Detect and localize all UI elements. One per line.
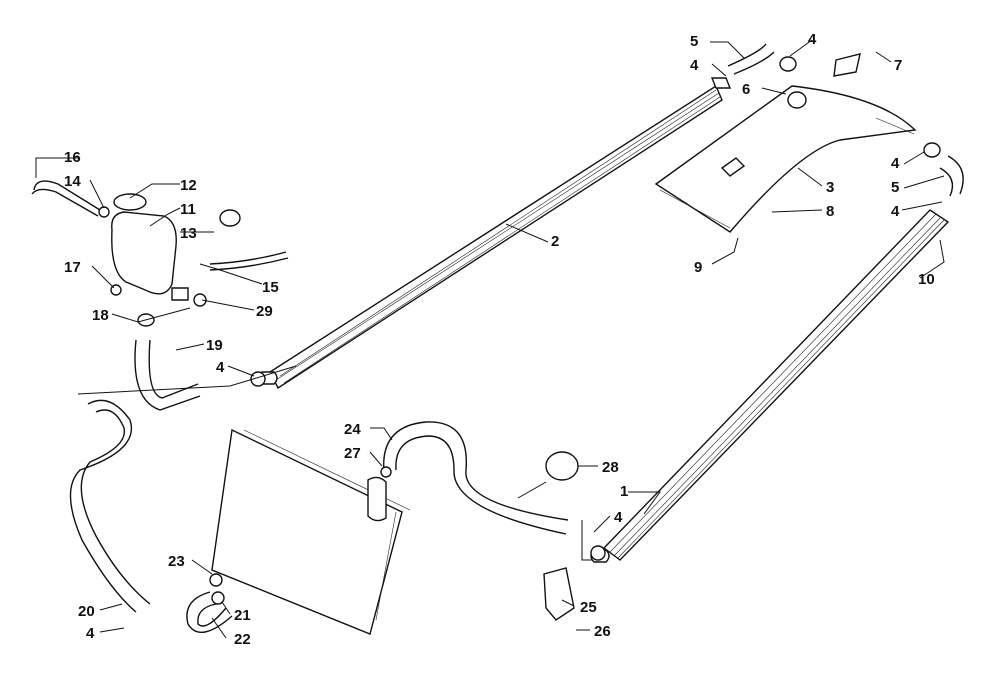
callout-13: 13 [180,225,197,242]
heat-exchanger-rear [654,85,917,233]
callout-20: 20 [78,603,95,620]
clamp-29 [193,293,207,307]
callout-4-d: 4 [891,203,900,220]
callout-4-b: 4 [808,31,817,48]
clamp-4-bottom [590,545,606,561]
callout-11: 11 [180,201,196,218]
tunnel-frame [211,428,411,635]
callout-6: 6 [742,81,750,98]
callouts: 1 2 3 4 4 4 4 4 4 4 5 5 6 7 8 9 10 11 12… [64,31,935,648]
callout-4-g: 4 [86,625,95,642]
callout-21: 21 [234,607,251,624]
clamp-21 [211,591,225,605]
callout-7: 7 [894,57,902,74]
hose-22 [186,591,233,633]
callout-22: 22 [234,631,251,648]
callout-25: 25 [580,599,597,616]
vent-hose-16 [31,180,101,217]
overflow-hose-15 [209,251,289,271]
callout-28: 28 [602,459,619,476]
clamp-27 [380,466,392,478]
callout-18: 18 [92,307,109,324]
bracket-25 [543,567,575,621]
callout-10: 10 [918,271,935,288]
hose-5-upper [727,43,775,75]
leader-lines [35,39,945,639]
callout-23: 23 [168,553,185,570]
callout-3: 3 [826,179,834,196]
callout-19: 19 [206,337,223,354]
callout-17: 17 [64,259,81,276]
spring-clamp-28 [545,451,579,481]
bracket-7 [833,53,861,77]
hose-20 [69,399,151,613]
clamp-4-left [250,371,266,387]
callout-15: 15 [262,279,279,296]
callout-2: 2 [551,233,559,250]
heat-exchanger-right [590,209,950,563]
callout-8: 8 [826,203,834,220]
callout-14: 14 [64,173,81,190]
hose-24 [383,421,569,535]
hose-5-lower [939,155,964,197]
hose-clamp-13 [219,209,241,227]
callout-16: 16 [64,149,81,166]
callout-4-e: 4 [216,359,225,376]
callout-5-b: 5 [891,179,899,196]
clamp-23 [209,573,223,587]
callout-1: 1 [620,483,628,500]
clamp-4-top [779,56,797,72]
clamp-4-right [923,142,941,158]
callout-9: 9 [694,259,702,276]
callout-27: 27 [344,445,361,462]
clamp-14 [98,206,110,218]
callout-24: 24 [344,421,361,438]
callout-29: 29 [256,303,273,320]
coolant-reservoir [111,193,241,301]
callout-4-a: 4 [690,57,699,74]
callout-4-f: 4 [614,509,623,526]
callout-26: 26 [594,623,611,640]
callout-4-c: 4 [891,155,900,172]
reservoir-cap [113,193,147,211]
heat-exchanger-left [258,77,732,390]
hose-19 [134,339,201,411]
cap-6 [787,91,807,109]
callout-5-a: 5 [690,33,698,50]
callout-12: 12 [180,177,197,194]
